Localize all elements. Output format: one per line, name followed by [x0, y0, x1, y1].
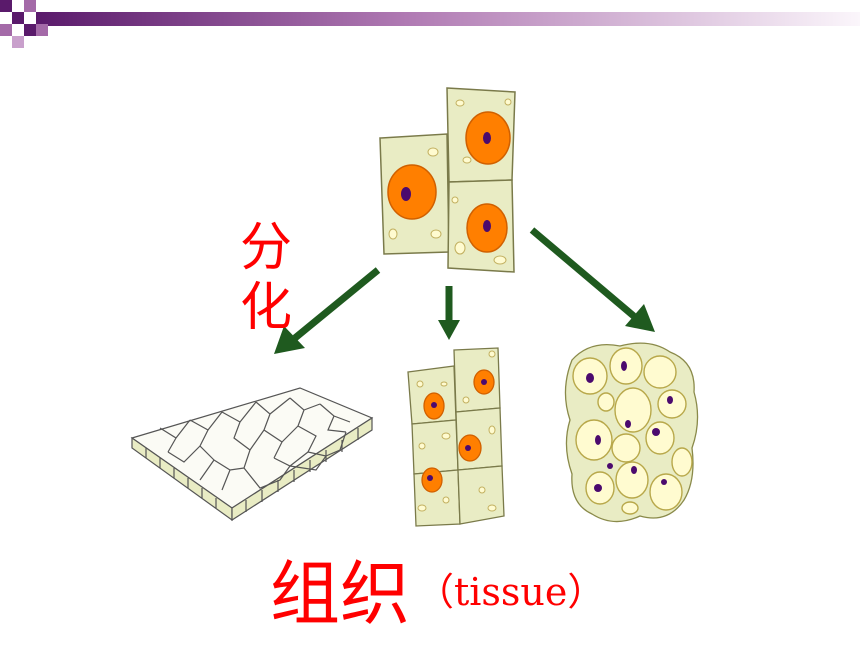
differentiation-label-line2: 化: [239, 278, 292, 338]
meristem-tissue-icon: [407, 347, 505, 527]
tissue-caption-chinese: 组织: [270, 553, 410, 635]
parenchyma-tissue-icon: [564, 342, 699, 523]
epidermal-tissue-icon: [130, 387, 374, 522]
arrow-down-icon: [274, 227, 655, 354]
differentiation-label-line1: 分: [239, 218, 292, 278]
differentiation-label: 分 化: [234, 218, 298, 338]
top-plant-cells-icon: [379, 87, 516, 273]
tissue-caption-english: （tissue）: [416, 570, 606, 614]
tissue-caption: 组织（tissue）: [270, 538, 605, 639]
title-bar-decoration: [0, 0, 860, 48]
